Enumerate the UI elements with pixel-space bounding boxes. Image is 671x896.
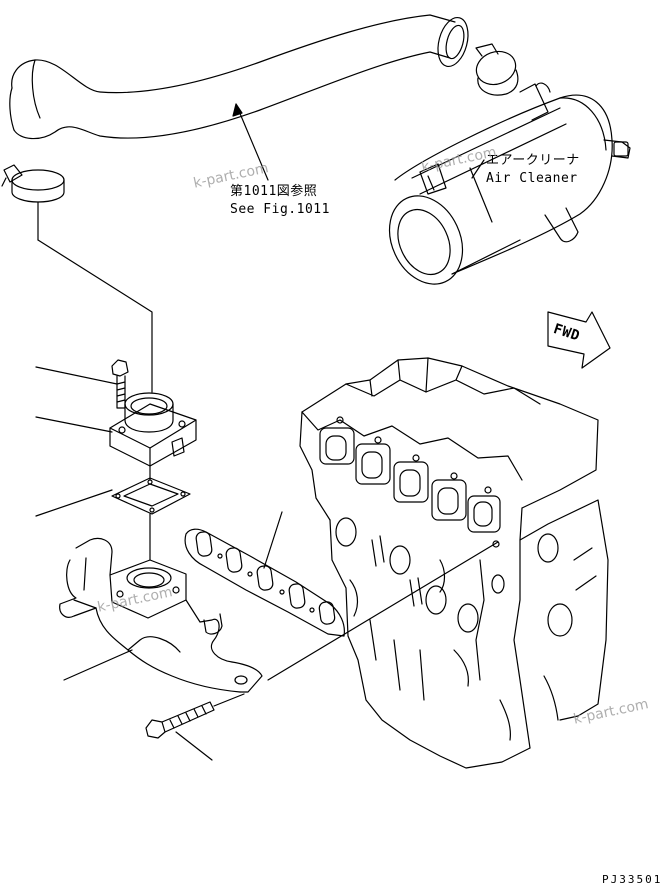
fig-ref-label-jp: 第1011図参照 <box>230 184 318 199</box>
leader-manifold <box>64 650 132 680</box>
intake-manifold <box>60 539 262 693</box>
engine-block <box>300 358 608 768</box>
manifold-bolt <box>146 702 214 738</box>
fwd-arrow <box>548 312 610 368</box>
leader-connector <box>36 417 112 432</box>
manifold-gasket <box>185 529 344 636</box>
leader-manifold-bolt <box>176 732 212 760</box>
air-cleaner-leader <box>472 160 484 178</box>
air-cleaner-label-jp: エアークリーナ <box>486 153 580 168</box>
fig-ref-leader <box>236 104 268 180</box>
hose-clamp-right <box>472 44 521 95</box>
drawing-code: PJ33501 <box>602 873 663 886</box>
air-cleaner-label-en: Air Cleaner <box>486 171 578 186</box>
leader-bolt <box>36 367 117 384</box>
intake-hose <box>10 14 473 138</box>
gasket <box>112 478 190 514</box>
hose-clamp-left <box>2 165 64 202</box>
bolt-upper <box>112 360 128 408</box>
fig-ref-arrowhead <box>233 104 242 116</box>
intake-connector <box>110 393 196 466</box>
fig-ref-label-en: See Fig.1011 <box>230 202 330 217</box>
leader-manifold-gasket <box>264 512 282 568</box>
air-cleaner <box>376 83 630 296</box>
leader-gasket <box>36 490 112 516</box>
